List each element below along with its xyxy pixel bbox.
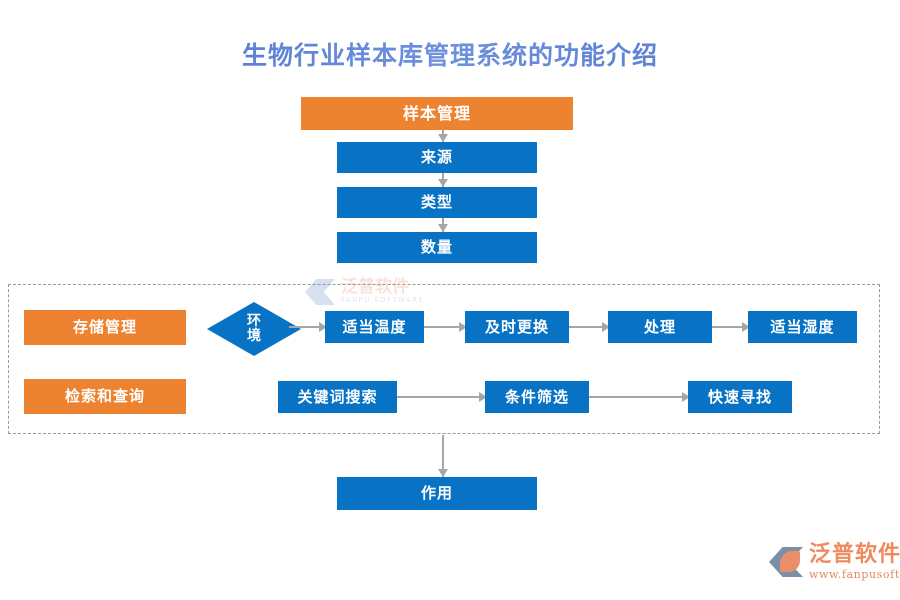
watermark-cn-text: 泛普软件 xyxy=(341,277,409,298)
node-type[interactable]: 类型 xyxy=(337,187,537,218)
env-label-line-2: 境 xyxy=(247,328,261,344)
node-fast-find[interactable]: 快速寻找 xyxy=(688,381,792,413)
arrow-source-to-type xyxy=(437,173,449,187)
watermark-fanpu: 泛普软件 FANPU SOFTWARE xyxy=(305,272,485,312)
watermark-en-text: FANPU SOFTWARE xyxy=(341,296,425,305)
arrow-group-to-effect xyxy=(437,435,449,477)
page-title: 生物行业样本库管理系统的功能介绍 xyxy=(0,36,900,72)
brand-logo-icon xyxy=(769,547,803,577)
arrow-env-to-temperature xyxy=(289,321,327,333)
node-effect[interactable]: 作用 xyxy=(337,477,537,510)
swoosh-shape xyxy=(780,551,800,572)
arrow-filter-to-fastfind xyxy=(589,391,690,403)
node-environment-decision[interactable]: 环 境 xyxy=(207,302,301,356)
node-storage-management[interactable]: 存储管理 xyxy=(24,310,186,345)
node-source[interactable]: 来源 xyxy=(337,142,537,173)
arrow-type-to-count xyxy=(437,218,449,232)
arrow-process-to-humidity xyxy=(712,321,750,333)
node-suitable-temperature[interactable]: 适当温度 xyxy=(325,311,424,343)
node-suitable-humidity[interactable]: 适当湿度 xyxy=(748,311,857,343)
arrow-replace-to-process xyxy=(569,321,610,333)
node-retrieval-and-query[interactable]: 检索和查询 xyxy=(24,379,186,414)
arrow-sample-to-source xyxy=(437,130,449,142)
arrow-keyword-to-filter xyxy=(397,391,487,403)
brand-url: www.fanpusoft.com xyxy=(809,568,900,581)
node-keyword-search[interactable]: 关键词搜索 xyxy=(278,381,397,413)
arrow-temperature-to-replace xyxy=(424,321,467,333)
node-environment-label: 环 境 xyxy=(207,302,301,356)
brand-logo-fanpusoft: 泛普软件 www.fanpusoft.com xyxy=(769,544,900,580)
node-sample-management[interactable]: 样本管理 xyxy=(301,97,573,130)
node-condition-filter[interactable]: 条件筛选 xyxy=(485,381,589,413)
node-timely-replacement[interactable]: 及时更换 xyxy=(465,311,569,343)
node-count[interactable]: 数量 xyxy=(337,232,537,263)
env-label-line-1: 环 xyxy=(247,313,261,330)
grouping-dashed-box xyxy=(8,284,880,434)
node-processing[interactable]: 处理 xyxy=(608,311,712,343)
brand-name: 泛普软件 xyxy=(809,542,900,567)
